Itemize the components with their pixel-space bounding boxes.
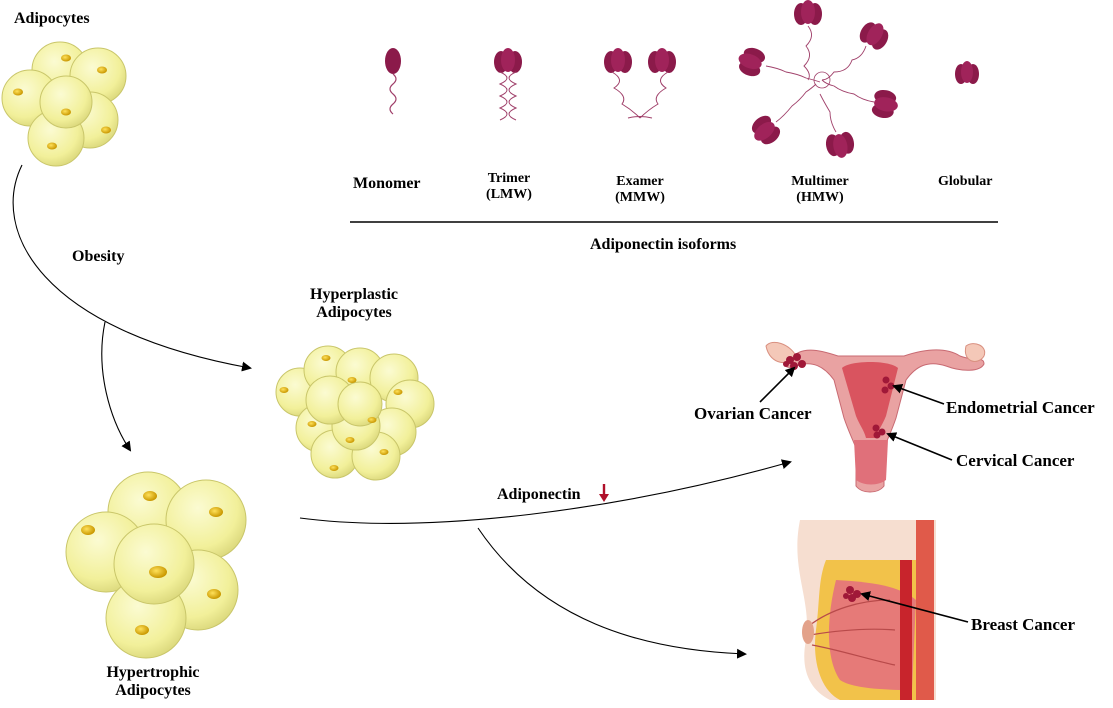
breast-illustration bbox=[797, 520, 936, 700]
isoform-multimer-sub: (HMW) bbox=[796, 190, 844, 206]
arrow-to-hypertrophic bbox=[101, 321, 132, 452]
label-hyperplastic: Hyperplastic Adipocytes bbox=[292, 286, 416, 323]
pointer-ovarian bbox=[759, 366, 796, 403]
isoform-examer-name: Examer bbox=[616, 174, 664, 189]
isoform-examer-sub: (MMW) bbox=[615, 190, 665, 206]
uterus-illustration bbox=[765, 341, 986, 493]
isoform-globular-label: Globular bbox=[938, 174, 993, 189]
label-breast-cancer: Breast Cancer bbox=[971, 615, 1076, 634]
isoform-trimer-glyph bbox=[494, 48, 522, 121]
isoform-multimer-label: Multimer (HMW) bbox=[778, 174, 862, 206]
adipocyte-cluster-hypertrophic bbox=[65, 471, 247, 659]
isoform-multimer-name: Multimer bbox=[791, 174, 849, 189]
isoform-monomer-label: Monomer bbox=[353, 175, 421, 192]
label-endometrial-cancer: Endometrial Cancer bbox=[946, 398, 1095, 417]
isoform-trimer-sub: (LMW) bbox=[486, 187, 532, 203]
label-hyperplastic-line1: Hyperplastic bbox=[310, 286, 398, 303]
label-cervical-cancer: Cervical Cancer bbox=[956, 451, 1075, 470]
isoform-trimer-label: Trimer (LMW) bbox=[470, 171, 548, 203]
arrow-to-hyperplastic bbox=[12, 164, 252, 372]
decrease-arrow-icon bbox=[599, 484, 609, 502]
label-hypertrophic-line2: Adipocytes bbox=[115, 682, 191, 700]
label-hypertrophic-line1: Hypertrophic bbox=[106, 664, 200, 681]
label-adiponectin: Adiponectin bbox=[497, 486, 581, 503]
label-obesity: Obesity bbox=[72, 248, 125, 265]
isoform-monomer-glyph bbox=[385, 48, 401, 115]
pointer-cervical bbox=[886, 432, 953, 461]
arrow-to-breast bbox=[477, 527, 747, 659]
arrow-to-uterus bbox=[299, 459, 792, 524]
isoform-examer-label: Examer (MMW) bbox=[600, 174, 680, 206]
adipocyte-cluster-small bbox=[1, 41, 127, 167]
isoform-multimer-glyph bbox=[734, 0, 901, 161]
pointer-breast bbox=[860, 591, 969, 623]
adipocyte-cluster-hyperplastic bbox=[275, 345, 435, 481]
label-hyperplastic-line2: Adipocytes bbox=[316, 304, 392, 322]
isoform-examer-glyph bbox=[604, 48, 676, 119]
label-hypertrophic: Hypertrophic Adipocytes bbox=[90, 664, 216, 701]
label-adiponectin-isoforms: Adiponectin isoforms bbox=[590, 236, 737, 253]
isoform-globular-glyph bbox=[955, 61, 979, 84]
label-ovarian-cancer: Ovarian Cancer bbox=[694, 404, 812, 423]
label-adipocytes: Adipocytes bbox=[14, 10, 90, 27]
isoform-trimer-name: Trimer bbox=[487, 171, 531, 186]
pointer-endometrial bbox=[892, 384, 945, 405]
